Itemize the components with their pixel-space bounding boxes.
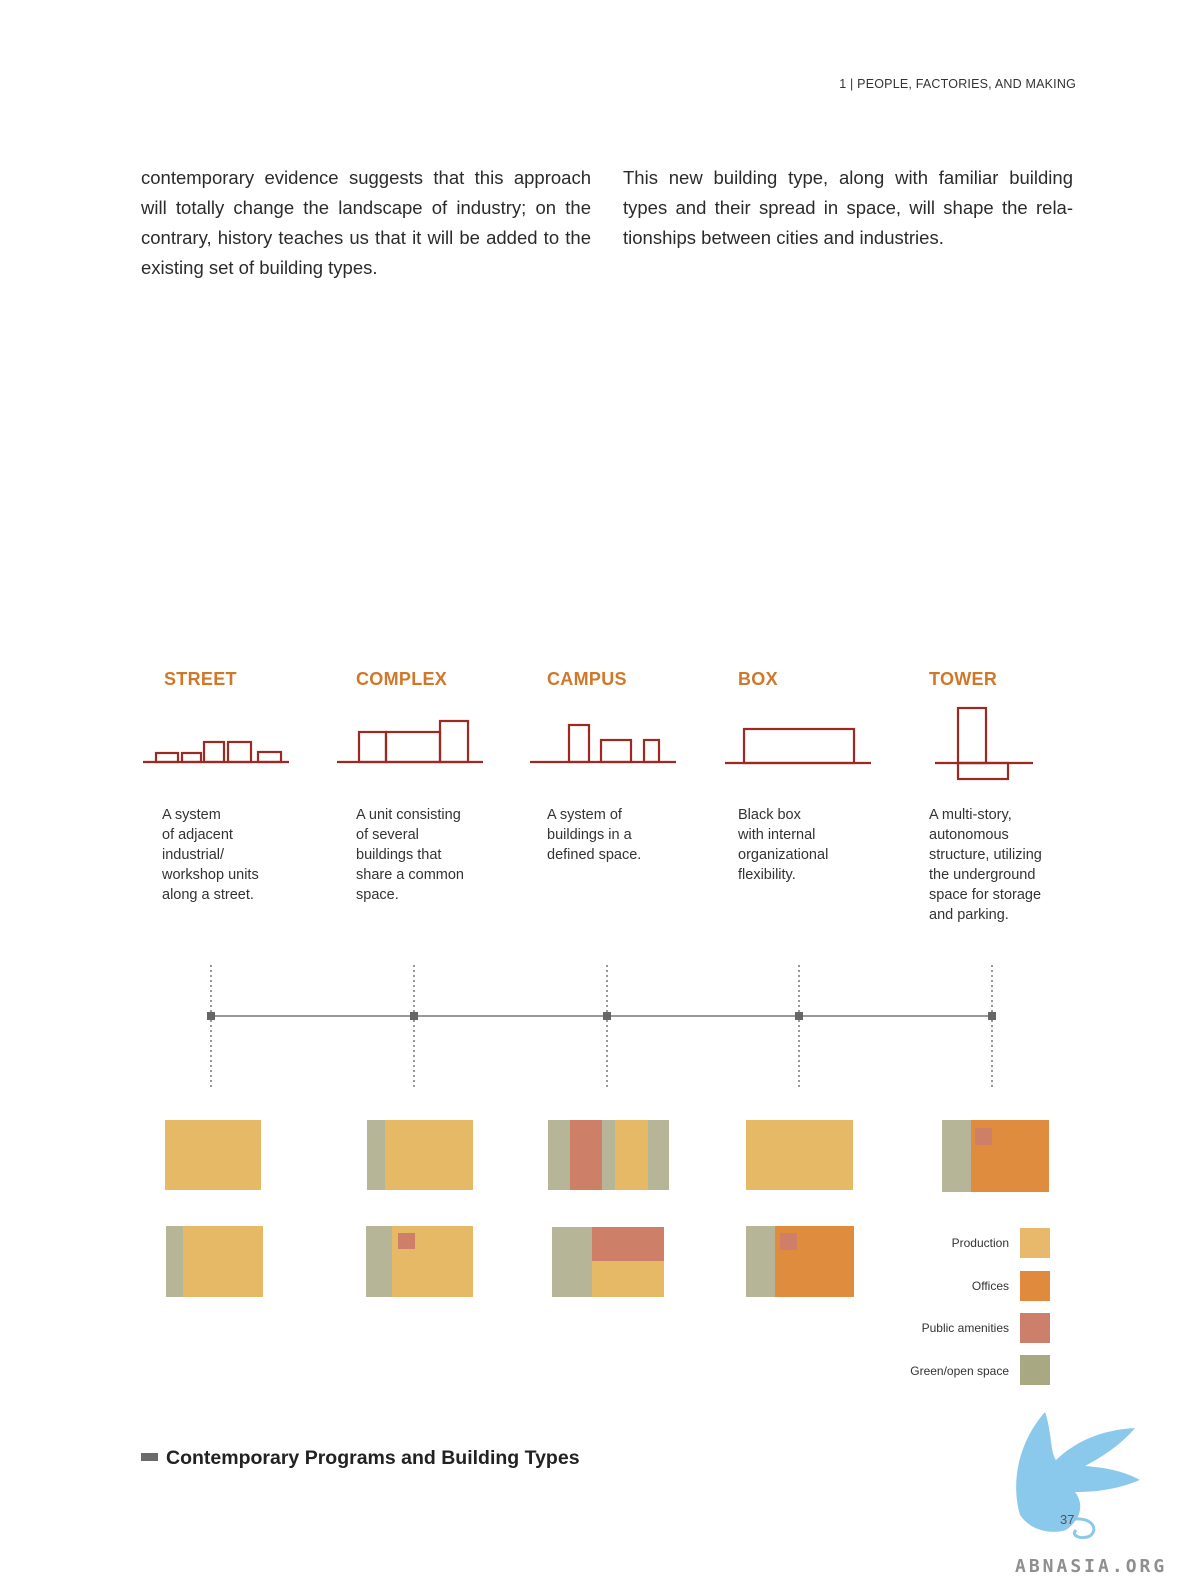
- program-complex-1: [367, 1120, 473, 1190]
- program-box-1: [746, 1120, 853, 1190]
- type-title-complex: COMPLEX: [356, 669, 448, 689]
- outline-complex: [337, 719, 483, 764]
- figure-caption: Contemporary Programs and Building Types: [141, 1447, 580, 1470]
- timeline: [210, 965, 993, 1088]
- timeline-markers: [207, 1012, 996, 1020]
- type-description-campus: A system of buildings in a defined space…: [547, 807, 642, 863]
- program-street-1: [165, 1120, 261, 1190]
- outline-tower: [935, 706, 1033, 781]
- legend-label-offices: Offices: [971, 1279, 1009, 1293]
- legend-label-public-amenities: Public amenities: [921, 1321, 1009, 1335]
- legend-swatch-public-amenities: [1020, 1313, 1050, 1343]
- type-title-tower: TOWER: [929, 669, 998, 689]
- type-description-street: A system of adjacent industrial/ worksho…: [162, 807, 259, 903]
- caption-text: Contemporary Programs and Building Types: [166, 1447, 580, 1469]
- program-box-2: [746, 1226, 854, 1297]
- type-title-box: BOX: [738, 669, 778, 689]
- legend-label-production: Production: [951, 1236, 1009, 1250]
- caption-marker: [141, 1452, 158, 1461]
- type-title-campus: CAMPUS: [547, 669, 627, 689]
- type-title-street: STREET: [164, 669, 237, 689]
- watermark-griffin-icon: [1016, 1412, 1140, 1540]
- outline-box: [725, 727, 871, 765]
- type-description-tower: A multi-story, autonomous structure, uti…: [929, 807, 1042, 923]
- outline-campus: [530, 723, 676, 764]
- program-tower-1: [942, 1120, 1049, 1192]
- legend-swatch-offices: [1020, 1271, 1050, 1301]
- legend-swatch-production: [1020, 1228, 1050, 1258]
- outline-street: [143, 740, 289, 764]
- type-description-complex: A unit consisting of several buildings t…: [356, 807, 464, 903]
- program-campus-2: [552, 1227, 664, 1297]
- body-text-left-column: contemporary evidence suggests that this…: [141, 167, 591, 278]
- type-description-box: Black box with internal organizational f…: [738, 807, 829, 883]
- legend-label-green-open-space: Green/open space: [910, 1364, 1009, 1378]
- watermark-text: ABNASIA.ORG: [1015, 1556, 1168, 1577]
- running-head: 1 | PEOPLE, FACTORIES, AND MAKING: [839, 77, 1076, 91]
- program-campus-1: [548, 1120, 669, 1190]
- program-street-2: [166, 1226, 263, 1297]
- page-number: 37: [1060, 1512, 1075, 1527]
- program-complex-2: [366, 1226, 473, 1297]
- legend-swatch-green-open-space: [1020, 1355, 1050, 1385]
- body-text-right-column: This new building type, along with famil…: [623, 167, 1073, 248]
